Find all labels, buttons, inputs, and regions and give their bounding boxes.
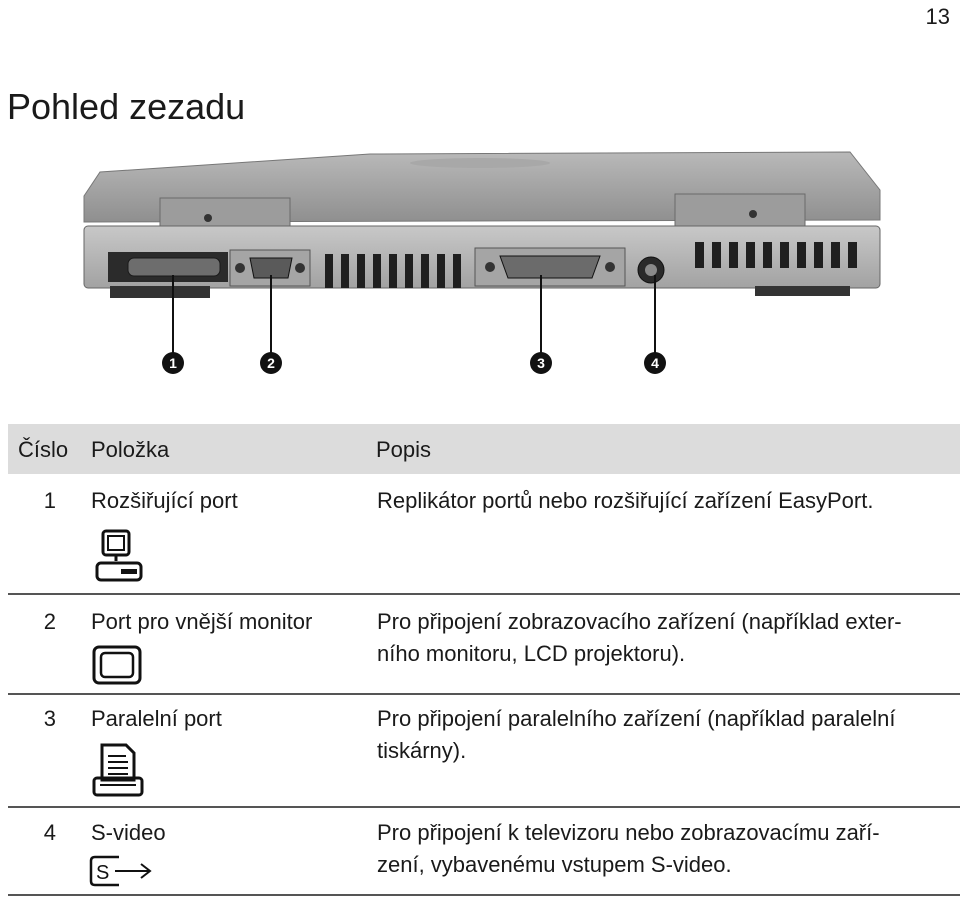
row-description-line: Pro připojení paralelního zařízení (např…: [377, 706, 896, 731]
printer-icon: [92, 743, 144, 797]
row-description-line: tiskárny).: [377, 738, 467, 763]
row-divider: [8, 593, 960, 595]
docking-computer-icon: [95, 529, 143, 582]
row-item: Rozšiřující port: [91, 488, 238, 513]
row-item: Port pro vnější monitor: [91, 609, 313, 634]
row-number: 1: [43, 488, 56, 513]
row-description-line: Pro připojení k televizoru nebo zobrazov…: [377, 820, 880, 845]
callout-line-3: [540, 275, 542, 353]
section-title: Pohled zezadu: [7, 86, 246, 127]
callout-line-4: [654, 275, 656, 353]
callout-line-1: [172, 275, 174, 353]
callout-number-3: 3: [530, 352, 552, 374]
row-item: Paralelní port: [91, 706, 222, 731]
monitor-icon: [92, 645, 142, 685]
row-divider: [8, 894, 960, 896]
header-item: Položka: [91, 437, 170, 462]
page-number: 13: [925, 4, 950, 29]
row-item: S-video: [91, 820, 166, 845]
row-divider: [8, 806, 960, 808]
row-description-line: ního monitoru, LCD projektoru).: [377, 641, 686, 666]
row-description-line: Pro připojení zobrazovacího zařízení (na…: [377, 609, 902, 634]
callout-number-1: 1: [162, 352, 184, 374]
callout-line-2: [270, 275, 272, 353]
s-video-icon: S: [89, 855, 152, 887]
row-number: 2: [43, 609, 56, 634]
s-video-icon-letter: S: [96, 862, 109, 884]
laptop-rear-view-illustration: [83, 151, 881, 298]
header-description: Popis: [376, 437, 432, 462]
row-number: 3: [43, 706, 56, 731]
row-description-line: Replikátor portů nebo rozšiřující zaříze…: [377, 488, 874, 513]
table-header: Číslo Položka Popis: [8, 424, 960, 474]
row-number: 4: [43, 820, 56, 845]
callout-number-2: 2: [260, 352, 282, 374]
header-number: Číslo: [18, 437, 69, 462]
row-divider: [8, 693, 960, 695]
callout-number-4: 4: [644, 352, 666, 374]
row-description-line: zení, vybavenému vstupem S-video.: [377, 852, 732, 877]
